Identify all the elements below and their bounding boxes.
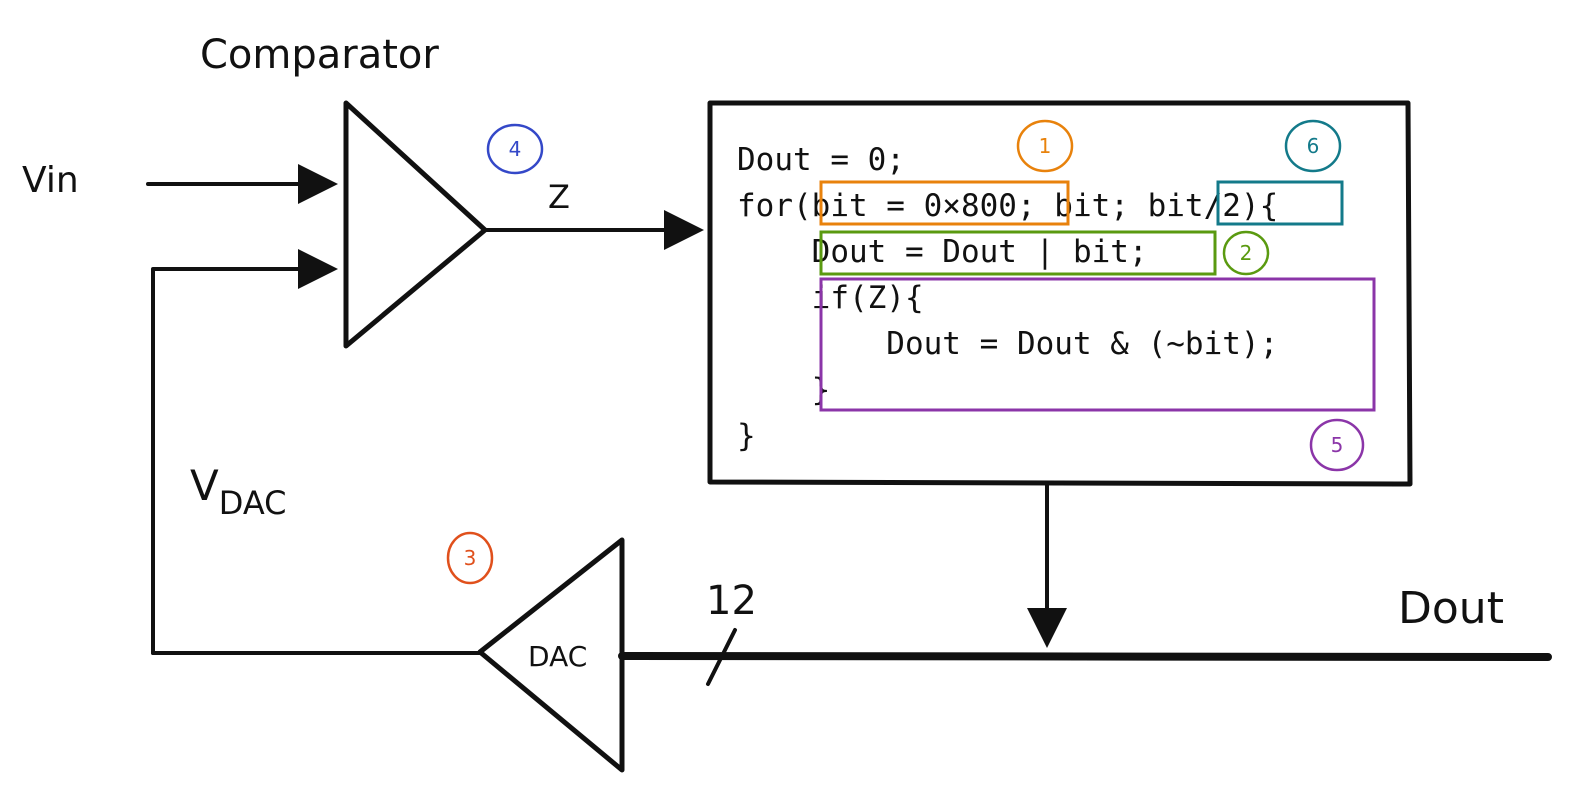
annotation-number-3: 3 [464,546,477,570]
code-line-5: Dout = Dout & (~bit); [737,326,1278,362]
code-line-7: } [737,418,756,454]
dout-label: Dout [1398,583,1504,634]
annotation-circle-5 [1309,418,1365,472]
annotation-number-5: 5 [1331,433,1344,457]
annotation-number-1: 1 [1039,134,1052,158]
bus-width-label: 12 [706,578,757,624]
vin-label: Vin [22,160,79,201]
annotation-circle-6 [1284,119,1342,173]
annotation-circle-1 [1016,119,1074,173]
code-line-3: Dout = Dout | bit; [737,234,1148,270]
annotation-number-2: 2 [1240,241,1253,265]
annotation-circle-2 [1222,230,1270,276]
code-line-4: if(Z){ [737,280,924,316]
highlight-box-5 [819,277,1376,412]
code-line-1: Dout = 0; [737,142,905,178]
vdac-label: VDAC [190,461,286,522]
z-label: Z [548,178,570,216]
code-line-2: for(bit = 0×800; bit; bit/2){ [737,188,1278,224]
comparator-label: Comparator [200,32,439,78]
code-block-box [707,100,1413,487]
annotation-circle-3 [446,531,494,585]
vdac-feedback-wire [151,249,338,655]
comparator-symbol [343,100,488,349]
annotation-circle-4 [486,123,544,175]
code-line-6: } [737,372,830,408]
highlight-box-1 [819,180,1070,226]
annotation-number-6: 6 [1307,134,1320,158]
highlight-box-6 [1216,180,1344,226]
annotation-number-4: 4 [509,137,522,161]
highlight-box-2 [819,230,1217,276]
bus-width-slash [706,628,737,686]
dout-bus [618,652,1552,661]
dac-label: DAC [528,640,587,673]
